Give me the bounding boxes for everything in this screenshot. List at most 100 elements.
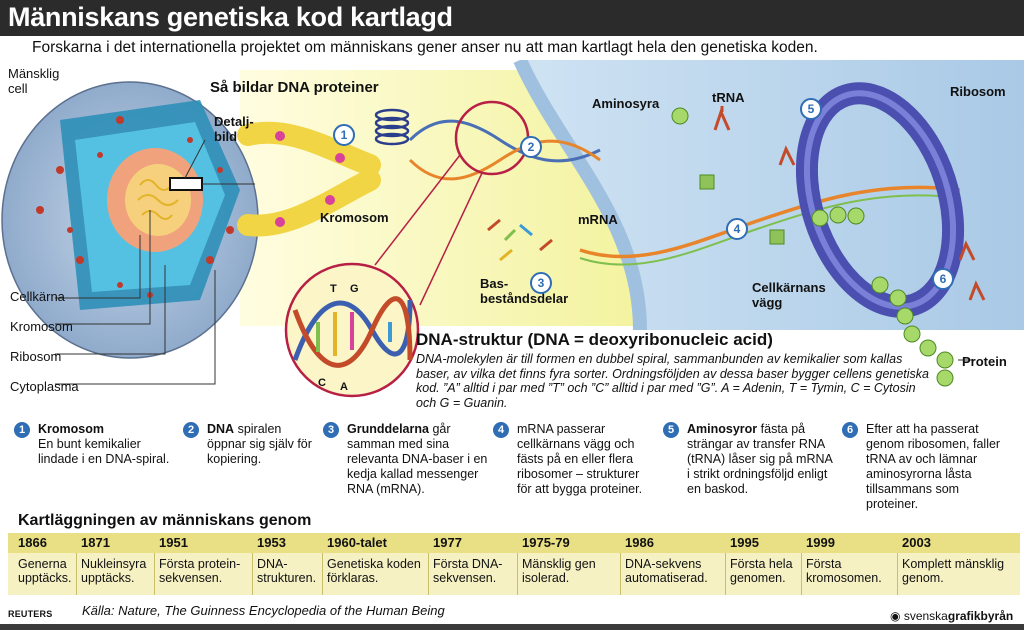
timeline-divider — [322, 553, 323, 595]
step-badge-3: 3 — [530, 272, 552, 294]
timeline-year: 1986 — [625, 535, 654, 550]
step-number-4: 4 — [493, 422, 509, 438]
timeline-item: 1953 DNA-strukturen. — [257, 533, 323, 585]
chromosome-label: Kromosom — [320, 210, 389, 225]
timeline-divider — [252, 553, 253, 595]
timeline-text: Mänsklig gen isolerad. — [522, 557, 596, 585]
timeline-divider — [620, 553, 621, 595]
timeline-item: 1986 DNA-sekvens automatiserad. — [625, 533, 725, 585]
dna-structure-body: DNA-molekylen är till formen en dubbel s… — [416, 352, 930, 410]
leader-lines — [55, 139, 255, 385]
ribosome-cell-label: Ribosom — [10, 349, 62, 364]
nucleus-label: Cellkärna — [10, 289, 65, 304]
step-1-bold: Kromosom — [38, 422, 104, 436]
timeline-text: Generna upptäcks. — [18, 557, 72, 585]
step-number-6: 6 — [842, 422, 858, 438]
illustration-heading: Så bildar DNA proteiner — [210, 79, 379, 96]
timeline-text: DNA-sekvens automatiserad. — [625, 557, 708, 585]
step-1-text: En bunt kemikalier lindade i en DNA-spir… — [38, 437, 170, 466]
amino-label: Aminosyra — [592, 96, 660, 111]
nucleus-wall-label: Cellkärnans vägg — [752, 280, 826, 310]
title-bar: Människans genetiska kod kartlagd — [0, 0, 1024, 36]
agency-credit: REUTERS — [8, 609, 53, 619]
dna-coil — [374, 108, 410, 146]
timeline-text: Första hela genomen. — [730, 557, 793, 585]
base-g-label: G — [350, 283, 359, 295]
ribosome-label: Ribosom — [950, 84, 1006, 99]
source-credit: Källa: Nature, The Guinness Encyclopedia… — [82, 603, 445, 618]
step-number-2: 2 — [183, 422, 199, 438]
chromosome-graphic — [237, 121, 381, 237]
illustration-graphic — [1, 57, 1024, 398]
timeline-year: 1999 — [806, 535, 835, 550]
timeline-item: 1995 Första hela genomen. — [730, 533, 800, 585]
step-badge-1: 1 — [333, 124, 355, 146]
timeline-item: 1999 Första kromosomen. — [806, 533, 896, 585]
trna-label: tRNA — [712, 90, 745, 105]
bases-label: Bas- beståndsdelar — [480, 276, 569, 306]
timeline-title: Kartläggningen av människans genom — [18, 512, 312, 529]
subtitle: Forskarna i det internationella projekte… — [32, 39, 818, 56]
timeline-divider — [517, 553, 518, 595]
illustration: Mänsklig cell Så bildar DNA proteiner De… — [0, 57, 1024, 400]
timeline-divider — [725, 553, 726, 595]
step-badge-4: 4 — [726, 218, 748, 240]
protein-label: Protein — [962, 354, 1007, 369]
page-title: Människans genetiska kod kartlagd — [8, 2, 453, 32]
step-2-text: spiralen öppnar sig själv för kopiering. — [207, 422, 312, 466]
step-2-bold: DNA — [207, 422, 235, 436]
chromosome-cell-label: Kromosom — [10, 319, 73, 334]
timeline-year: 2003 — [902, 535, 931, 550]
step-badge-2: 2 — [520, 136, 542, 158]
timeline-text: Första kromosomen. — [806, 557, 882, 585]
timeline-year: 1977 — [433, 535, 462, 550]
dna-structure-heading: DNA-struktur (DNA = deoxyribonucleic aci… — [416, 330, 773, 349]
bottom-bar — [0, 624, 1024, 630]
cytoplasm-label: Cytoplasma — [10, 379, 79, 394]
step-number-3: 3 — [323, 422, 339, 438]
timeline-year: 1960-talet — [327, 535, 387, 550]
timeline-divider — [76, 553, 77, 595]
step-5-bold: Aminosyror — [687, 422, 758, 436]
timeline-text: Nukleinsyra upptäcks. — [81, 557, 147, 585]
protein-chain — [811, 206, 954, 387]
timeline-item: 2003 Komplett mänsklig genom. — [902, 533, 1014, 585]
timeline-text: Genetiska koden förklaras. — [327, 557, 421, 585]
timeline-text: Komplett mänsklig genom. — [902, 557, 1005, 585]
timeline-item: 1975-79 Mänsklig gen isolerad. — [522, 533, 618, 585]
timeline-item: 1960-talet Genetiska koden förklaras. — [327, 533, 427, 585]
cell-graphic — [1, 81, 259, 359]
timeline-text: DNA-strukturen. — [257, 557, 317, 585]
timeline-item: 1977 Första DNA-sekvensen. — [433, 533, 515, 585]
timeline-year: 1953 — [257, 535, 286, 550]
step-badge-6: 6 — [932, 268, 954, 290]
timeline-year: 1975-79 — [522, 535, 570, 550]
step-5-text: fästa på strängar av transfer RNA (tRNA)… — [687, 422, 833, 496]
base-t-label: T — [330, 283, 337, 295]
mrna-label: mRNA — [578, 212, 618, 227]
trna-graphic — [671, 106, 986, 301]
nucleus-wall — [513, 57, 647, 331]
timeline-item: 1866 Generna upptäcks. — [18, 533, 78, 585]
bases-graphic — [487, 218, 553, 262]
timeline-year: 1871 — [81, 535, 110, 550]
dna-structure-box: DNA-struktur (DNA = deoxyribonucleic aci… — [416, 330, 936, 410]
timeline-text: Första DNA-sekvensen. — [433, 557, 503, 585]
step-number-1: 1 — [14, 422, 30, 438]
step-3-text: går samman med sina relevanta DNA-baser … — [347, 422, 488, 496]
timeline-divider — [428, 553, 429, 595]
publisher-logo-bold: grafikbyrån — [947, 609, 1014, 623]
publisher-logo-icon: ◉ — [890, 609, 901, 623]
timeline-year-band — [8, 533, 1020, 553]
step-6-text: Efter att ha passerat genom ribosomen, f… — [866, 422, 1001, 511]
dna-structure-circle — [284, 262, 420, 398]
detail-label: Detalj- bild — [214, 114, 254, 144]
dna-helix — [408, 119, 601, 181]
step-badge-5: 5 — [800, 98, 822, 120]
timeline-year: 1866 — [18, 535, 47, 550]
publisher-logo: ◉ svenskagrafikbyrån — [890, 609, 1013, 623]
timeline-text: Första protein-sekvensen. — [159, 557, 241, 585]
publisher-logo-light: svenska — [903, 609, 948, 623]
base-a-label: A — [340, 381, 348, 393]
